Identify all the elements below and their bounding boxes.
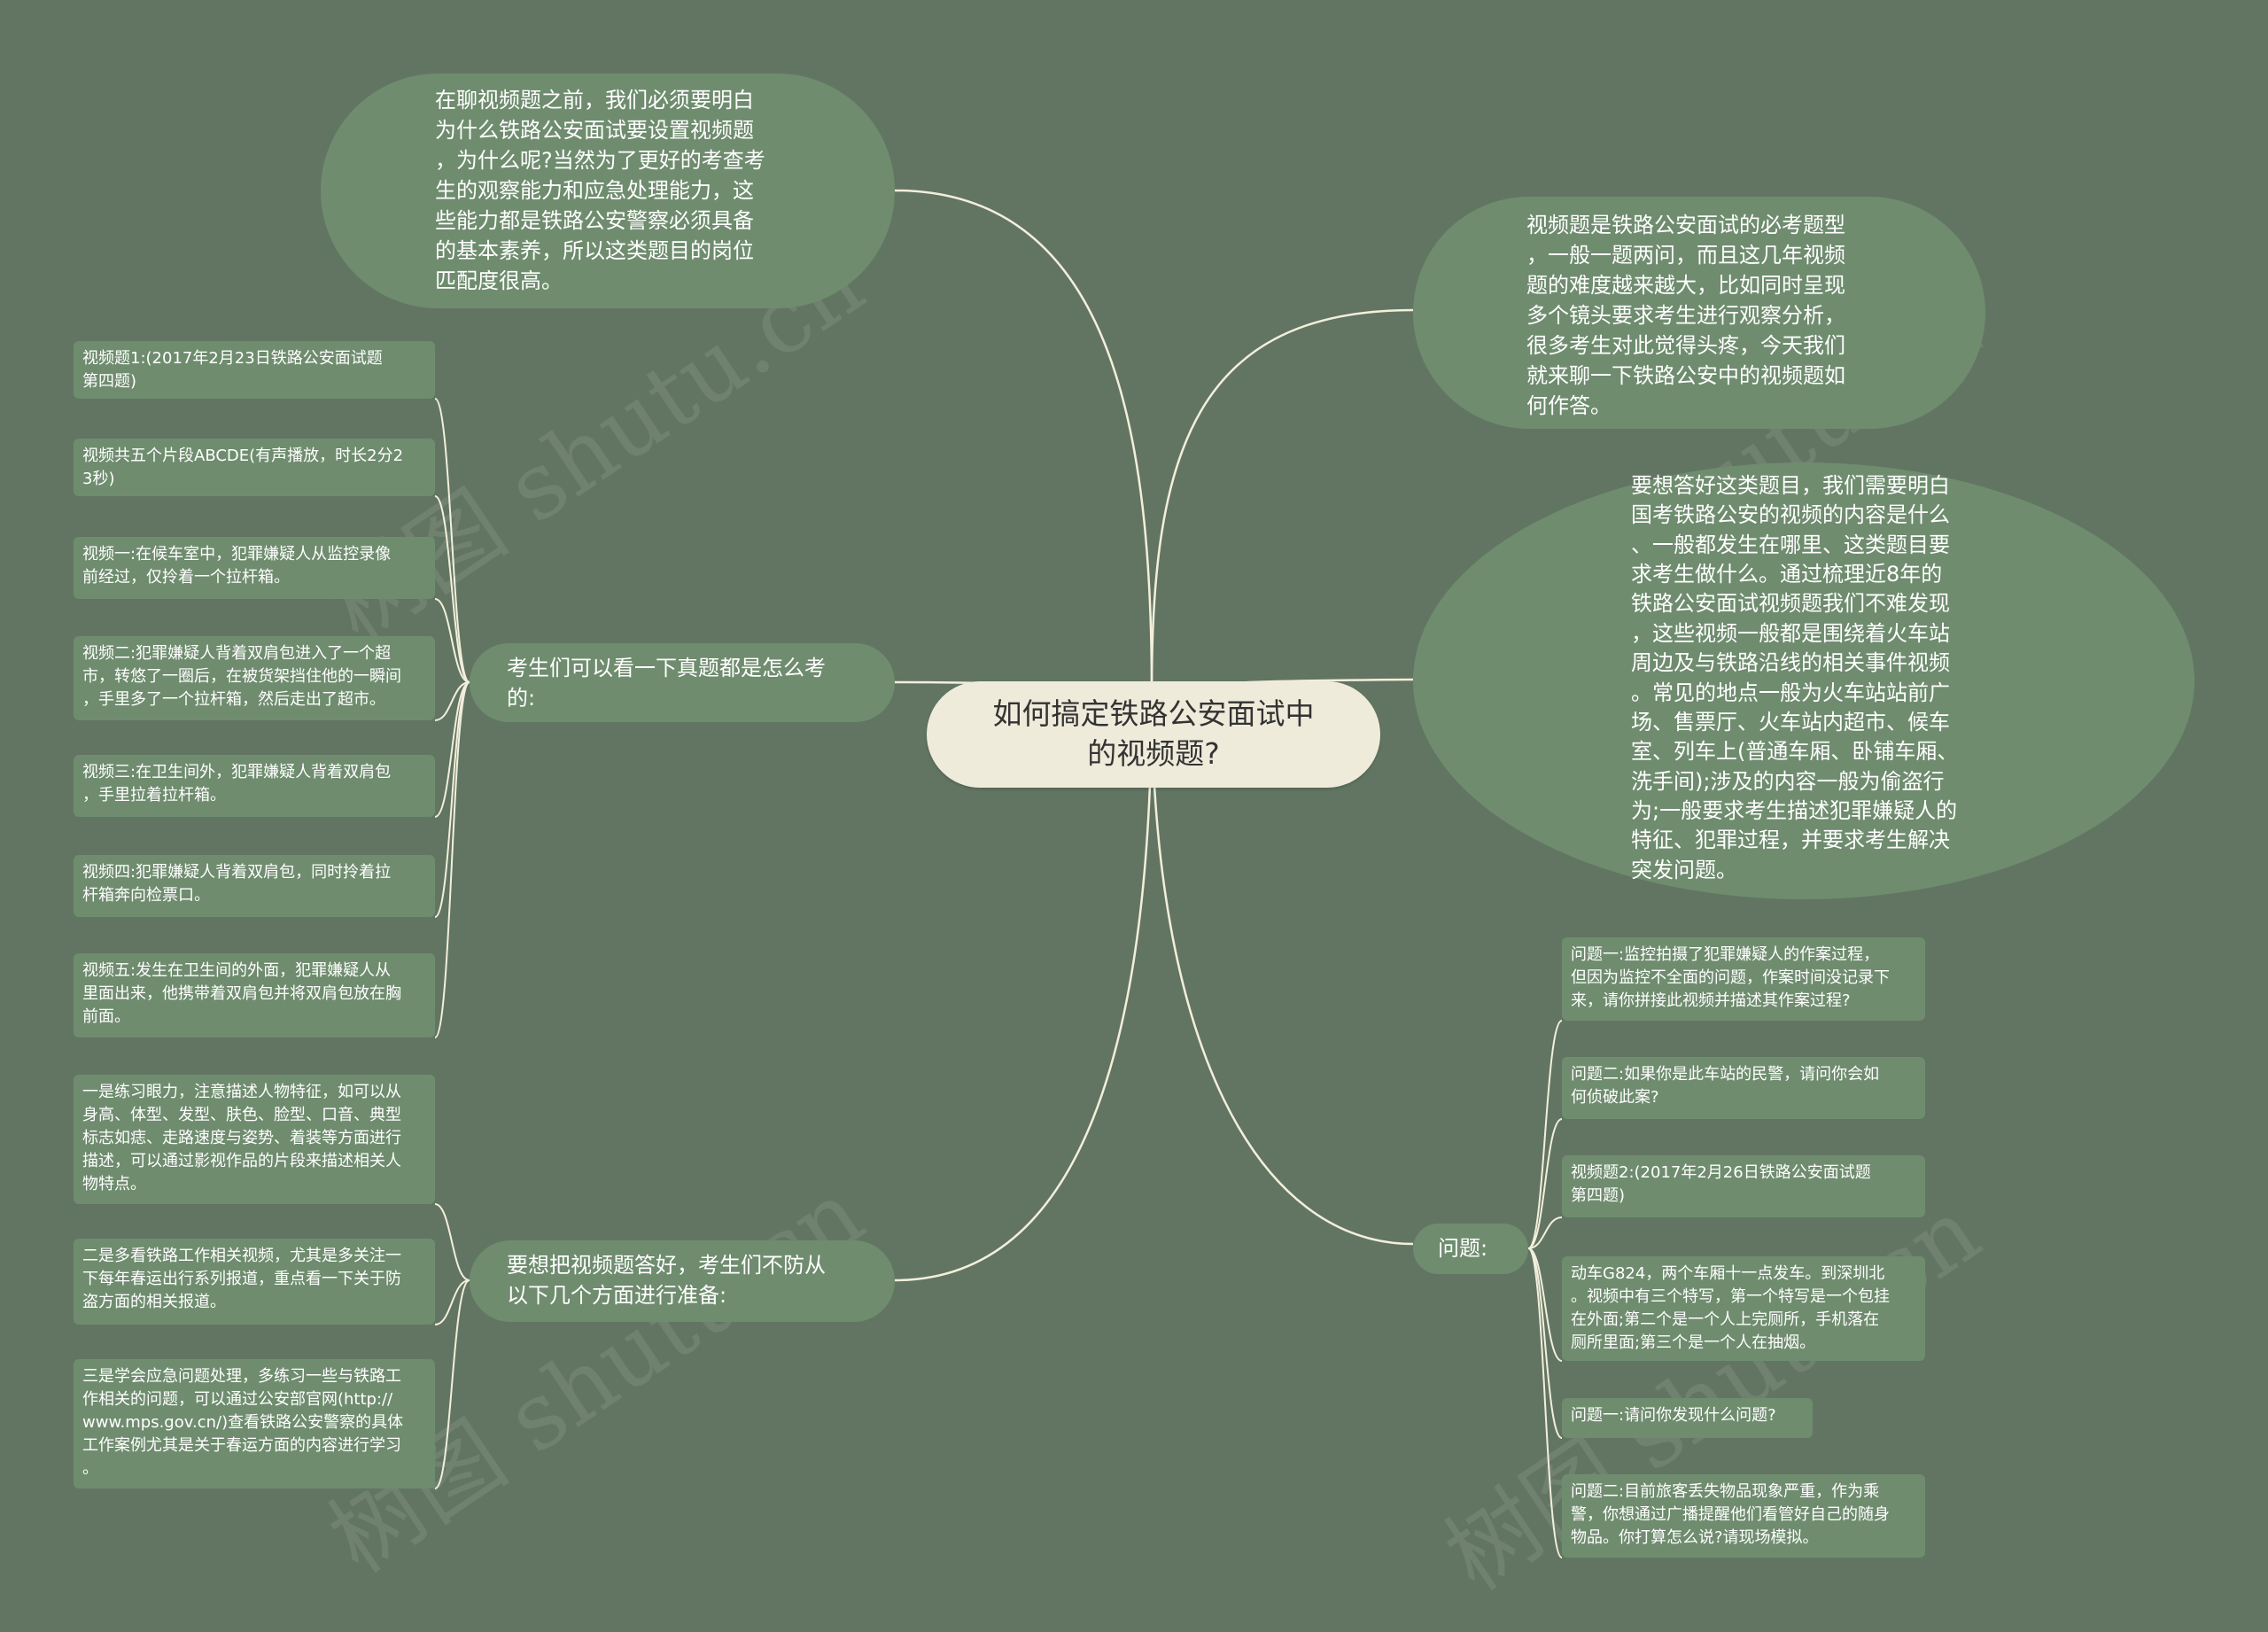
question-item[interactable]: 动车G824，两个车厢十一点发车。到深圳北 。视频中有三个特写，第一个特写是一个… [1562, 1256, 1925, 1361]
prep-item-text: 三是学会应急问题处理，多练习一些与铁路工 作相关的问题，可以通过公安部官网(ht… [82, 1367, 404, 1479]
analysis-text: 要想答好这类题目，我们需要明白 国考铁路公安的视频的内容是什么 、一般都发生在哪… [1631, 473, 1959, 882]
connector-prep [894, 690, 1153, 1282]
prep-item-text: 一是练习眼力，注意描述人物特征，如可以从 身高、体型、发型、肤色、脸型、口音、典… [82, 1083, 401, 1194]
exam-item[interactable]: 视频共五个片段ABCDE(有声播放，时长2分2 3秒) [74, 439, 435, 496]
prep-item-text: 二是多看铁路工作相关视频，尤其是多关注一 下每年春运出行系列报道，重点看一下关于… [82, 1247, 401, 1312]
question-item-text: 问题二:如果你是此车站的民警，请问你会如 何侦破此案? [1571, 1065, 1880, 1107]
question-item-text: 视频题2:(2017年2月26日铁路公安面试题 第四题) [1571, 1163, 1871, 1206]
questions-branch[interactable]: 问题: [1413, 1224, 1528, 1274]
connector-overview [1150, 308, 1414, 692]
exam-item[interactable]: 视频四:犯罪嫌疑人背着双肩包，同时拎着拉 杆箱奔向检票口。 [74, 855, 435, 917]
exam-item[interactable]: 视频一:在候车室中，犯罪嫌疑人从监控录像 前经过，仅拎着一个拉杆箱。 [74, 537, 435, 599]
leaf-connector [434, 681, 470, 721]
intro-bubble[interactable]: 在聊视频题之前，我们必须要明白 为什么铁路公安面试要设置视频题 ，为什么呢?当然… [321, 74, 895, 308]
exam-item-text: 视频五:发生在卫生间的外面，犯罪嫌疑人从 里面出来，他携带着双肩包并将双肩包放在… [82, 961, 401, 1027]
prep-item[interactable]: 三是学会应急问题处理，多练习一些与铁路工 作相关的问题，可以通过公安部官网(ht… [74, 1359, 435, 1488]
questions-branch-label: 问题: [1438, 1236, 1488, 1261]
leaf-connector [1527, 1216, 1563, 1249]
leaf-connector [1527, 1118, 1563, 1249]
leaf-connectors [434, 398, 1563, 1558]
exam-item[interactable]: 视频三:在卫生间外，犯罪嫌疑人背着双肩包 ，手里拉着拉杆箱。 [74, 755, 435, 817]
prep-branch-label: 要想把视频题答好，考生们不防从 以下几个方面进行准备: [507, 1253, 826, 1308]
question-item[interactable]: 问题二:目前旅客丢失物品现象严重，作为乘 警，你想通过广播提醒他们看管好自己的随… [1562, 1474, 1925, 1558]
leaf-connector [1527, 1020, 1563, 1249]
exam-item-text: 视频共五个片段ABCDE(有声播放，时长2分2 3秒) [82, 447, 404, 489]
question-item[interactable]: 问题一:请问你发现什么问题? [1562, 1398, 1813, 1438]
leaf-connector [434, 681, 470, 918]
overview-text: 视频题是铁路公安面试的必考题型 ，一般一题两问，而且这几年视频 题的难度越来越大… [1526, 213, 1845, 419]
question-item-text: 问题一:请问你发现什么问题? [1571, 1406, 1776, 1425]
exam-branch[interactable]: 考生们可以看一下真题都是怎么考 的: [470, 643, 895, 722]
analysis-bubble[interactable]: 要想答好这类题目，我们需要明白 国考铁路公安的视频的内容是什么 、一般都发生在哪… [1413, 462, 2194, 899]
exam-branch-label: 考生们可以看一下真题都是怎么考 的: [507, 656, 826, 711]
question-item-text: 动车G824，两个车厢十一点发车。到深圳北 。视频中有三个特写，第一个特写是一个… [1571, 1264, 1890, 1353]
exam-item-text: 视频三:在卫生间外，犯罪嫌疑人背着双肩包 ，手里拉着拉杆箱。 [82, 763, 392, 805]
question-item[interactable]: 问题二:如果你是此车站的民警，请问你会如 何侦破此案? [1562, 1057, 1925, 1119]
root-title: 如何搞定铁路公安面试中 的视频题? [992, 696, 1315, 771]
exam-item[interactable]: 视频二:犯罪嫌疑人背着双肩包进入了一个超 市，转悠了一圈后，在被货架挡住他的一瞬… [74, 636, 435, 720]
intro-text: 在聊视频题之前，我们必须要明白 为什么铁路公安面试要设置视频题 ，为什么呢?当然… [435, 88, 765, 294]
exam-item[interactable]: 视频题1:(2017年2月23日铁路公安面试题 第四题) [74, 341, 435, 399]
prep-branch[interactable]: 要想把视频题答好，考生们不防从 以下几个方面进行准备: [470, 1240, 895, 1322]
leaf-connector [434, 681, 470, 818]
question-item-text: 问题二:目前旅客丢失物品现象严重，作为乘 警，你想通过广播提醒他们看管好自己的随… [1571, 1482, 1890, 1548]
leaf-connector [434, 1279, 470, 1489]
leaf-connector [434, 398, 470, 683]
question-item-text: 问题一:监控拍摄了犯罪嫌疑人的作案过程， 但因为监控不全面的问题，作案时间没记录… [1571, 945, 1890, 1011]
prep-item[interactable]: 一是练习眼力，注意描述人物特征，如可以从 身高、体型、发型、肤色、脸型、口音、典… [74, 1075, 435, 1204]
exam-item[interactable]: 视频五:发生在卫生间的外面，犯罪嫌疑人从 里面出来，他携带着双肩包并将双肩包放在… [74, 953, 435, 1037]
root-node[interactable]: 如何搞定铁路公安面试中 的视频题? [927, 681, 1380, 788]
exam-item-text: 视频题1:(2017年2月23日铁路公安面试题 第四题) [82, 349, 383, 392]
prep-item[interactable]: 二是多看铁路工作相关视频，尤其是多关注一 下每年春运出行系列报道，重点看一下关于… [74, 1239, 435, 1325]
question-item[interactable]: 视频题2:(2017年2月26日铁路公安面试题 第四题) [1562, 1155, 1925, 1217]
exam-item-text: 视频二:犯罪嫌疑人背着双肩包进入了一个超 市，转悠了一圈后，在被货架挡住他的一瞬… [82, 644, 401, 710]
leaf-connector [434, 495, 470, 683]
leaf-connector [434, 598, 470, 683]
connector-questions [1150, 690, 1414, 1246]
leaf-connector [434, 1203, 470, 1281]
exam-item-text: 视频四:犯罪嫌疑人背着双肩包，同时拎着拉 杆箱奔向检票口。 [82, 863, 392, 905]
leaf-connector [1527, 1247, 1563, 1362]
leaf-connector [434, 681, 470, 1038]
leaf-connector [434, 1279, 470, 1325]
leaf-connector [1527, 1247, 1563, 1439]
exam-item-text: 视频一:在候车室中，犯罪嫌疑人从监控录像 前经过，仅拎着一个拉杆箱。 [82, 545, 392, 587]
overview-bubble[interactable]: 视频题是铁路公安面试的必考题型 ，一般一题两问，而且这几年视频 题的难度越来越大… [1413, 197, 1985, 429]
question-item[interactable]: 问题一:监控拍摄了犯罪嫌疑人的作案过程， 但因为监控不全面的问题，作案时间没记录… [1562, 937, 1925, 1021]
connector-intro [894, 189, 1153, 692]
leaf-connector [1527, 1247, 1563, 1558]
